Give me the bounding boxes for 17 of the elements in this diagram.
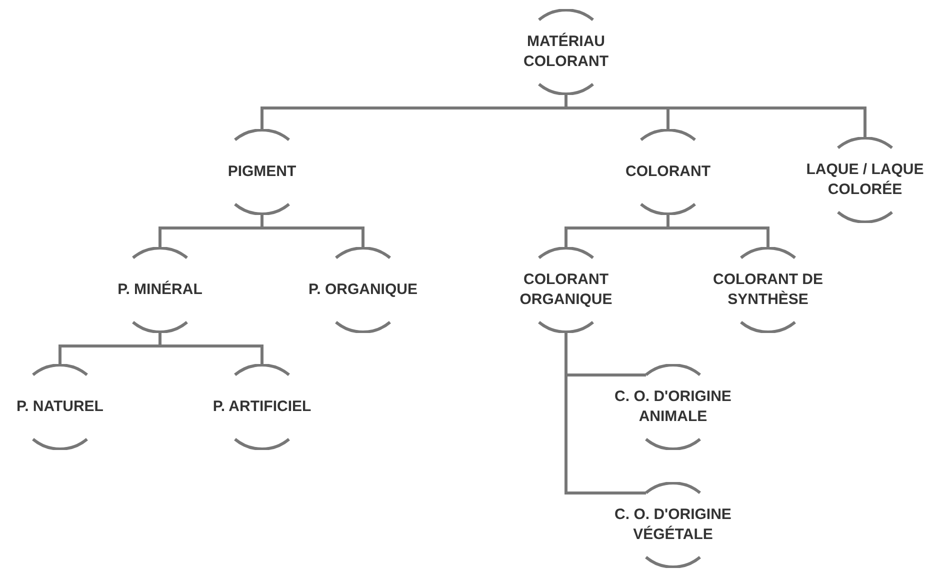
- node-label: LAQUE / LAQUE COLORÉE: [805, 160, 925, 200]
- node-label: P. ARTIFICIEL: [212, 397, 312, 417]
- connector-line: [666, 214, 770, 248]
- connector-line: [564, 94, 866, 138]
- node-label: P. ORGANIQUE: [308, 280, 418, 300]
- node-label: COLORANT: [626, 162, 710, 182]
- node-label: C. O. D'ORIGINE ANIMALE: [614, 387, 732, 427]
- connector-line: [564, 332, 646, 494]
- node-label: COLORANT ORGANIQUE: [518, 270, 614, 310]
- node-label: P. MINÉRAL: [118, 280, 202, 300]
- node-label: MATÉRIAU COLORANT: [522, 32, 610, 72]
- node-label: P. NATUREL: [16, 397, 104, 417]
- node-label: C. O. D'ORIGINE VÉGÉTALE: [614, 505, 732, 545]
- connector-line: [260, 214, 364, 248]
- node-label: PIGMENT: [228, 162, 296, 182]
- node-label: COLORANT DE SYNTHÈSE: [712, 270, 824, 310]
- connector-line: [158, 332, 264, 365]
